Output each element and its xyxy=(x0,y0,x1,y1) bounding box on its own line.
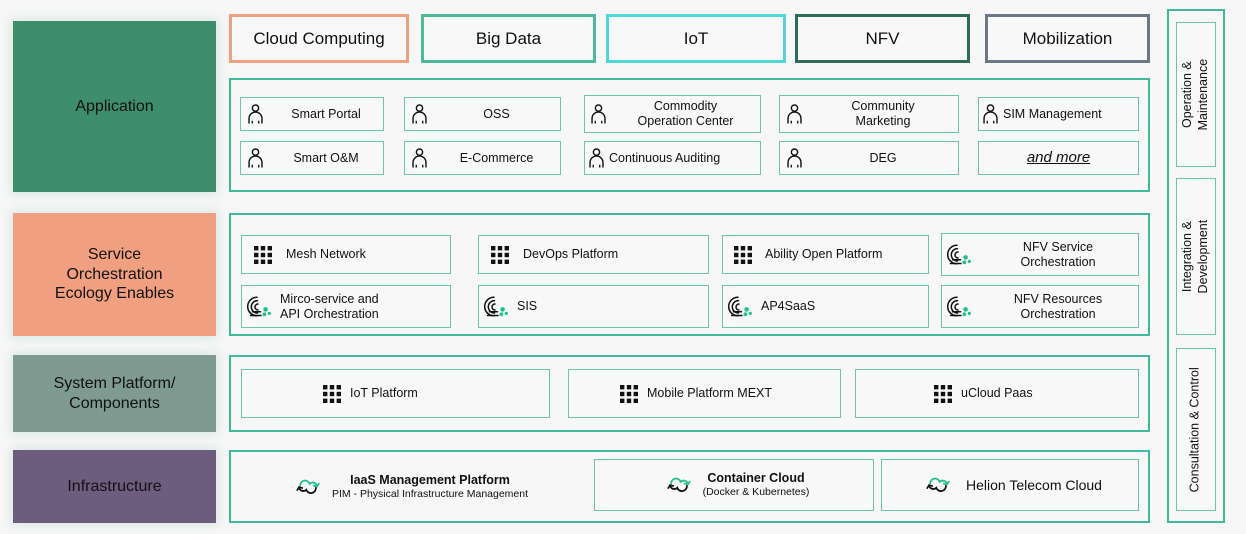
app-item-label: SIM Management xyxy=(1003,106,1102,121)
app-item-and-more[interactable]: and more xyxy=(978,141,1139,175)
tab-nfv[interactable]: NFV xyxy=(795,14,970,63)
cloud-refresh-icon xyxy=(286,474,330,500)
rail-item-label: Operation & Maintenance xyxy=(1180,58,1211,131)
service-item-mesh-network[interactable]: Mesh Network xyxy=(241,235,451,274)
cloud-refresh-icon xyxy=(916,472,960,498)
service-item-label: Mesh Network xyxy=(286,247,366,261)
service-item-label: SIS xyxy=(517,299,538,313)
infra-item-sublabel: (Docker & Kubernetes) xyxy=(702,486,810,499)
app-item-oss[interactable]: OSS xyxy=(404,97,561,131)
app-item-e-commerce[interactable]: E-Commerce xyxy=(404,141,561,175)
grid-dots-icon xyxy=(723,245,763,265)
cloud-refresh-icon xyxy=(657,472,701,498)
system-item-label: Mobile Platform MEXT xyxy=(647,386,773,400)
person-icon xyxy=(780,103,808,125)
person-icon xyxy=(241,147,269,169)
infra-item-sublabel: PIM - Physical Infrastructure Management xyxy=(331,487,529,500)
infra-item-label: IaaS Management Platform xyxy=(350,472,510,487)
grid-dots-icon xyxy=(242,245,284,265)
layer-label-service-orchestration: Service Orchestration Ecology Enables xyxy=(13,213,216,336)
infra-item-container-cloud[interactable]: Container Cloud (Docker & Kubernetes) xyxy=(594,459,874,511)
tab-label: Mobilization xyxy=(1022,28,1113,48)
layer-label-text: Application xyxy=(75,97,154,115)
tab-mobilization[interactable]: Mobilization xyxy=(985,14,1150,63)
layer-label-text: Service Orchestration Ecology Enables xyxy=(54,246,175,303)
infra-item-text-block: IaaS Management Platform PIM - Physical … xyxy=(330,473,530,500)
app-item-label: Smart O&M xyxy=(293,150,359,165)
tab-label: NFV xyxy=(865,28,900,48)
grid-dots-icon xyxy=(242,384,342,404)
orchestration-icon xyxy=(723,294,759,320)
infra-item-label: Helion Telecom Cloud xyxy=(966,476,1102,493)
infra-item-helion-telecom-cloud[interactable]: Helion Telecom Cloud xyxy=(881,459,1139,511)
system-item-mobile-platform-mext[interactable]: Mobile Platform MEXT xyxy=(568,369,841,418)
app-item-label: Continuous Auditing xyxy=(609,150,721,165)
person-icon xyxy=(405,103,433,125)
tab-big-data[interactable]: Big Data xyxy=(421,14,596,63)
grid-dots-icon xyxy=(569,384,639,404)
orchestration-icon xyxy=(242,294,278,320)
person-icon xyxy=(405,147,433,169)
service-item-nfv-resources-orchestration[interactable]: NFV Resources Orchestration xyxy=(941,285,1139,328)
grid-dots-icon xyxy=(856,384,953,404)
person-icon xyxy=(585,147,607,169)
service-item-label: Mirco-service and API Orchestration xyxy=(280,291,379,321)
service-item-ap4saas[interactable]: AP4SaaS xyxy=(722,285,929,328)
app-item-label: E-Commerce xyxy=(459,150,534,165)
person-icon xyxy=(241,103,269,125)
app-item-deg[interactable]: DEG xyxy=(779,141,959,175)
layer-label-system-platform: System Platform/ Components xyxy=(13,355,216,432)
app-item-label: Community Marketing xyxy=(851,99,915,128)
person-icon xyxy=(979,103,1001,125)
layer-label-text: Infrastructure xyxy=(67,477,162,495)
service-item-ability-open-platform[interactable]: Ability Open Platform xyxy=(722,235,929,274)
rail-item-consultation-control[interactable]: Consultation & Control xyxy=(1176,348,1216,511)
orchestration-icon xyxy=(942,294,978,320)
service-item-label: DevOps Platform xyxy=(523,247,619,261)
app-item-smart-portal[interactable]: Smart Portal xyxy=(240,97,384,131)
tab-label: IoT xyxy=(683,28,709,48)
system-item-ucloud-paas[interactable]: uCloud Paas xyxy=(855,369,1139,418)
orchestration-icon xyxy=(479,294,515,320)
app-item-label: Commodity Operation Center xyxy=(637,99,734,128)
layer-label-infrastructure: Infrastructure xyxy=(13,450,216,523)
person-icon xyxy=(585,103,611,125)
app-item-community-marketing[interactable]: Community Marketing xyxy=(779,95,959,133)
layer-label-text: System Platform/ Components xyxy=(53,374,176,412)
service-item-devops-platform[interactable]: DevOps Platform xyxy=(478,235,709,274)
infra-item-label: Container Cloud xyxy=(707,471,805,486)
service-item-label: NFV Resources Orchestration xyxy=(1013,291,1103,321)
tab-label: Cloud Computing xyxy=(253,28,385,48)
service-item-label: AP4SaaS xyxy=(761,299,816,313)
service-item-sis[interactable]: SIS xyxy=(478,285,709,328)
app-item-commodity-operation-center[interactable]: Commodity Operation Center xyxy=(584,95,761,133)
app-item-sim-management[interactable]: SIM Management xyxy=(978,97,1139,131)
service-item-micro-service-api-orchestration[interactable]: Mirco-service and API Orchestration xyxy=(241,285,451,328)
orchestration-icon xyxy=(942,242,978,268)
app-item-label: and more xyxy=(1026,149,1091,166)
infra-item-iaas-management-platform[interactable]: IaaS Management Platform PIM - Physical … xyxy=(234,455,582,518)
infra-item-text-block: Container Cloud (Docker & Kubernetes) xyxy=(701,471,812,498)
tab-iot[interactable]: IoT xyxy=(606,14,786,63)
app-item-smart-om[interactable]: Smart O&M xyxy=(240,141,384,175)
app-item-label: Smart Portal xyxy=(291,106,361,121)
rail-item-operation-maintenance[interactable]: Operation & Maintenance xyxy=(1176,22,1216,167)
app-item-label: OSS xyxy=(483,106,510,121)
tab-label: Big Data xyxy=(475,28,542,48)
system-item-label: IoT Platform xyxy=(350,386,418,400)
rail-item-label: Consultation & Control xyxy=(1188,366,1203,493)
person-icon xyxy=(780,147,808,169)
rail-item-label: Integration & Development xyxy=(1180,219,1210,294)
rail-item-integration-development[interactable]: Integration & Development xyxy=(1176,178,1216,335)
service-item-label: NFV Service Orchestration xyxy=(1020,239,1096,269)
tab-cloud-computing[interactable]: Cloud Computing xyxy=(229,14,409,63)
grid-dots-icon xyxy=(479,245,521,265)
service-item-nfv-service-orchestration[interactable]: NFV Service Orchestration xyxy=(941,233,1139,276)
app-item-label: DEG xyxy=(869,150,897,165)
layer-label-application: Application xyxy=(13,21,216,192)
system-item-label: uCloud Paas xyxy=(961,386,1033,400)
service-item-label: Ability Open Platform xyxy=(765,247,883,261)
app-item-continuous-auditing[interactable]: Continuous Auditing xyxy=(584,141,761,175)
system-item-iot-platform[interactable]: IoT Platform xyxy=(241,369,550,418)
